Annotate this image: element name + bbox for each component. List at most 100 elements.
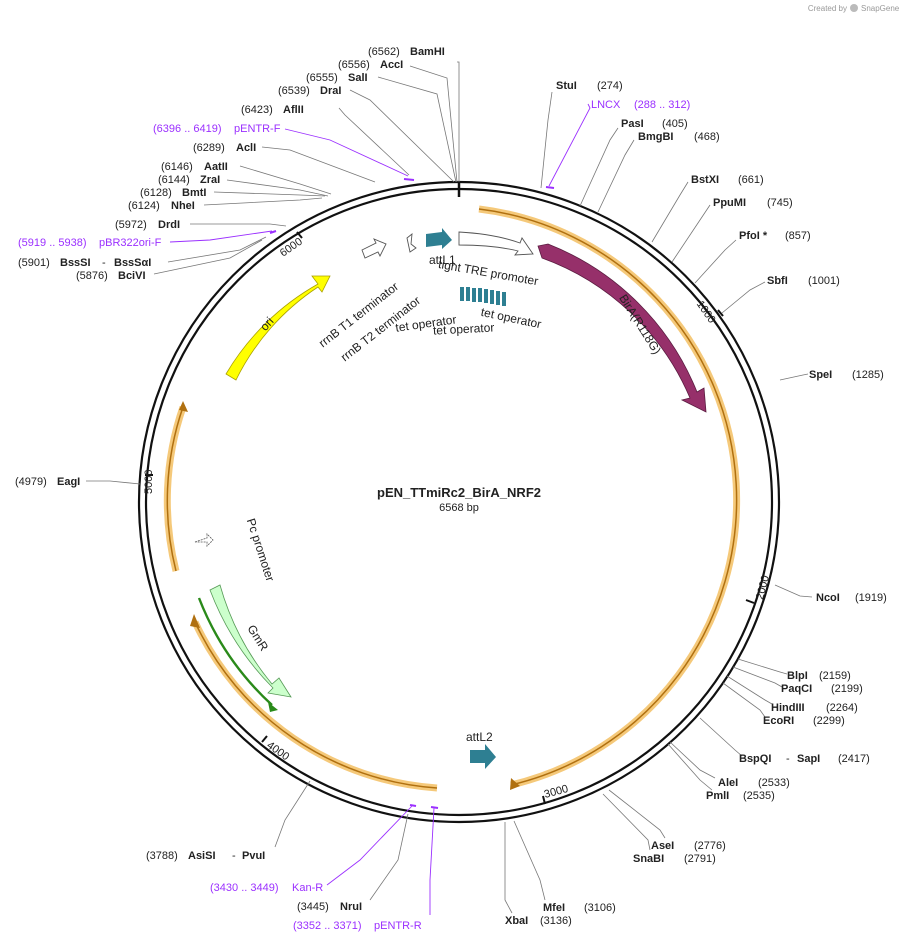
site-pos-bspqi: (2417) xyxy=(838,753,870,765)
tet-operator-box[interactable] xyxy=(484,289,488,303)
site-pos-aflii: (6423) xyxy=(241,104,273,116)
site-name-pasi[interactable]: PasI xyxy=(621,118,644,130)
site-name-drdi[interactable]: DrdI xyxy=(158,219,180,231)
site-name-aatii[interactable]: AatII xyxy=(204,161,228,173)
leader-nrui xyxy=(369,813,409,901)
site-sep-bsssi: - xyxy=(102,257,106,269)
leader-drdi xyxy=(190,223,287,227)
site-name-ecori[interactable]: EcoRI xyxy=(763,715,794,727)
tick-label-3000: 3000 xyxy=(543,783,570,801)
site-name-asei[interactable]: AseI xyxy=(651,840,674,852)
primer-range-lncx: (288 .. 312) xyxy=(634,99,690,111)
site-name-acci[interactable]: AccI xyxy=(380,59,403,71)
site-name-bcivi[interactable]: BciVI xyxy=(118,270,146,282)
pc-promoter-feature[interactable] xyxy=(194,533,214,547)
leader-bmti xyxy=(213,191,326,197)
attl2-feature[interactable] xyxy=(470,744,496,769)
site-pos-stui: (274) xyxy=(597,80,623,92)
site-name-xbai[interactable]: XbaI xyxy=(505,915,528,927)
site-name-bstxi[interactable]: BstXI xyxy=(691,174,719,186)
site-pos-sbfi: (1001) xyxy=(808,275,840,287)
site-name-zrai[interactable]: ZraI xyxy=(200,174,220,186)
site-pos-acli: (6289) xyxy=(193,142,225,154)
primer-range-pentr-f: (6396 .. 6419) xyxy=(153,123,222,135)
leader-drai xyxy=(349,89,455,183)
attl2-label: attL2 xyxy=(466,730,493,744)
tet-operator-box[interactable] xyxy=(496,291,500,305)
tet-operator-box[interactable] xyxy=(472,288,476,302)
site-pos-sali: (6555) xyxy=(306,72,338,84)
site-name-sapi[interactable]: SapI xyxy=(797,753,820,765)
site-name-pvui[interactable]: PvuI xyxy=(242,850,265,862)
tre-promoter-feature[interactable] xyxy=(458,231,534,256)
site-name-ncoi[interactable]: NcoI xyxy=(816,592,840,604)
site-name-bamhi[interactable]: BamHI xyxy=(410,46,445,58)
gmr-label: GmR xyxy=(244,622,271,653)
site-name-bsssai[interactable]: BssSαI xyxy=(114,257,151,269)
site-pos-alei: (2533) xyxy=(758,777,790,789)
attl1-feature[interactable] xyxy=(426,228,452,249)
site-name-pmli[interactable]: PmlI xyxy=(706,790,729,802)
site-name-alei[interactable]: AleI xyxy=(718,777,738,789)
orf-arc-bottom-line xyxy=(194,621,438,789)
rrnb-t1-terminator-feature[interactable] xyxy=(361,238,387,259)
site-name-aflii[interactable]: AflII xyxy=(283,104,304,116)
primer-range-kan-r: (3430 .. 3449) xyxy=(210,882,279,894)
primer-name-pentr-f[interactable]: pENTR-F xyxy=(234,123,281,135)
tet-operator-box[interactable] xyxy=(460,287,464,301)
leader-ecori xyxy=(722,682,766,718)
site-name-paqci[interactable]: PaqCI xyxy=(781,683,812,695)
site-name-bmti[interactable]: BmtI xyxy=(182,187,206,199)
leader-primer-pbr322ori-f xyxy=(169,230,273,243)
primer-name-lncx[interactable]: LNCX xyxy=(591,99,621,111)
rrnb-t2-terminator-feature[interactable] xyxy=(406,232,417,253)
site-name-stui[interactable]: StuI xyxy=(556,80,577,92)
tick-label-6000: 6000 xyxy=(278,236,305,260)
credit-brand[interactable]: SnapGene xyxy=(861,4,900,13)
primer-range-pbr322ori-f: (5919 .. 5938) xyxy=(18,237,87,249)
site-name-sali[interactable]: SalI xyxy=(348,72,368,84)
site-name-pfoi[interactable]: PfoI * xyxy=(739,230,768,242)
primer-mark-pentr-r xyxy=(430,806,439,809)
tet-operator-box[interactable] xyxy=(466,287,470,301)
site-pos-drdi: (5972) xyxy=(115,219,147,231)
site-name-asisi[interactable]: AsiSI xyxy=(188,850,216,862)
site-pos-nhei: (6124) xyxy=(128,200,160,212)
birA-feature[interactable] xyxy=(537,243,707,413)
site-name-blpi[interactable]: BlpI xyxy=(787,670,808,682)
site-sep-asisi: - xyxy=(232,850,236,862)
site-pos-asei: (2776) xyxy=(694,840,726,852)
leader-primer-pentr-r xyxy=(429,807,435,915)
leader-sbfi xyxy=(721,281,766,314)
leader-asei xyxy=(608,789,666,839)
primer-name-pbr322ori-f[interactable]: pBR322ori-F xyxy=(99,237,162,249)
ori-feature[interactable] xyxy=(225,275,331,381)
site-pos-xbai: (3136) xyxy=(540,915,572,927)
site-name-hindiii[interactable]: HindIII xyxy=(771,702,805,714)
primer-name-kan-r[interactable]: Kan-R xyxy=(292,882,323,894)
site-name-bmgbi[interactable]: BmgBI xyxy=(638,131,673,143)
gmr-feature[interactable] xyxy=(209,584,292,698)
site-name-drai[interactable]: DraI xyxy=(320,85,341,97)
site-pos-drai: (6539) xyxy=(278,85,310,97)
site-name-ppumi[interactable]: PpuMI xyxy=(713,197,746,209)
site-name-nrui[interactable]: NruI xyxy=(340,901,362,913)
site-name-nhei[interactable]: NheI xyxy=(171,200,195,212)
site-name-sbfi[interactable]: SbfI xyxy=(767,275,788,287)
site-name-eagi[interactable]: EagI xyxy=(57,476,80,488)
tet-operator-box[interactable] xyxy=(490,290,494,304)
site-name-bsssi[interactable]: BssSI xyxy=(60,257,91,269)
leader-stui xyxy=(540,91,553,189)
primer-mark-kan-r xyxy=(409,804,417,807)
tet-operator-group xyxy=(460,287,506,306)
site-name-snabi[interactable]: SnaBI xyxy=(633,853,664,865)
plasmid-length: 6568 bp xyxy=(439,502,479,514)
tet-operator-box[interactable] xyxy=(502,292,506,306)
site-name-mfei[interactable]: MfeI xyxy=(543,902,565,914)
site-name-acli[interactable]: AclI xyxy=(236,142,256,154)
site-pos-bcivi: (5876) xyxy=(76,270,108,282)
primer-name-pentr-r[interactable]: pENTR-R xyxy=(374,920,422,932)
site-name-bspqi[interactable]: BspQI xyxy=(739,753,771,765)
site-name-spei[interactable]: SpeI xyxy=(809,369,832,381)
tet-operator-box[interactable] xyxy=(478,288,482,302)
